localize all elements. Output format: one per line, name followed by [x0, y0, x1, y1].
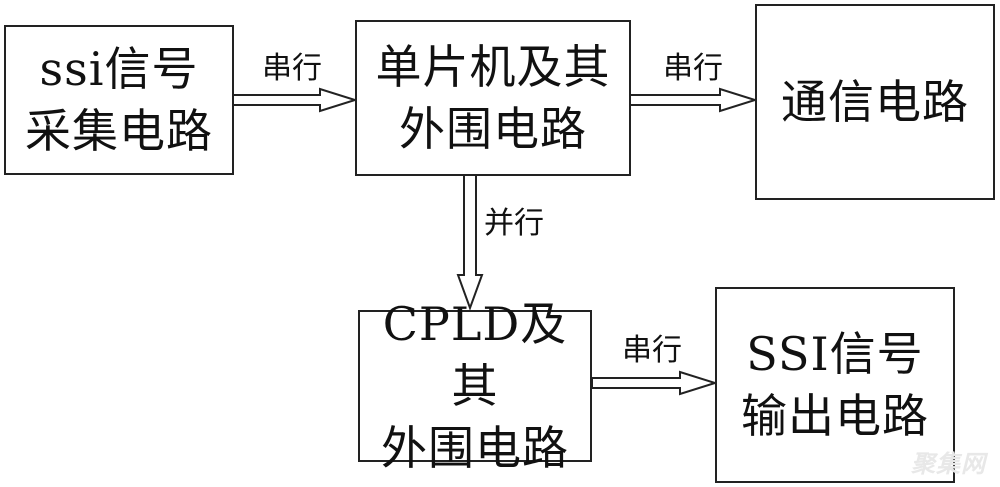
cpld-label: CPLD及其 外围电路 — [381, 297, 569, 475]
cpld-box: CPLD及其 外围电路 — [358, 297, 592, 475]
ssi-output-box: SSI信号 输出电路 — [715, 287, 955, 483]
edge-label-mcu-to-comm: 串行 — [663, 51, 723, 86]
arrow-mcu-to-comm — [629, 87, 759, 113]
mcu-box: 单片机及其 外围电路 — [355, 20, 631, 176]
ssi-acquisition-label: ssi信号 采集电路 — [25, 42, 213, 158]
edge-label-acq-to-mcu: 串行 — [262, 51, 322, 86]
arrow-acq-to-mcu — [232, 87, 359, 113]
mcu-label: 单片机及其 外围电路 — [375, 40, 611, 156]
watermark-logo: 聚集网 — [911, 450, 986, 478]
edge-label-cpld-to-out: 串行 — [622, 333, 682, 368]
arrow-mcu-to-cpld — [456, 174, 484, 311]
ssi-output-label: SSI信号 输出电路 — [741, 327, 929, 443]
arrow-cpld-to-out — [591, 370, 719, 396]
comm-box: 通信电路 — [755, 4, 995, 200]
ssi-acquisition-box: ssi信号 采集电路 — [4, 25, 234, 175]
edge-label-mcu-to-cpld: 并行 — [484, 206, 544, 241]
comm-label: 通信电路 — [781, 75, 969, 129]
